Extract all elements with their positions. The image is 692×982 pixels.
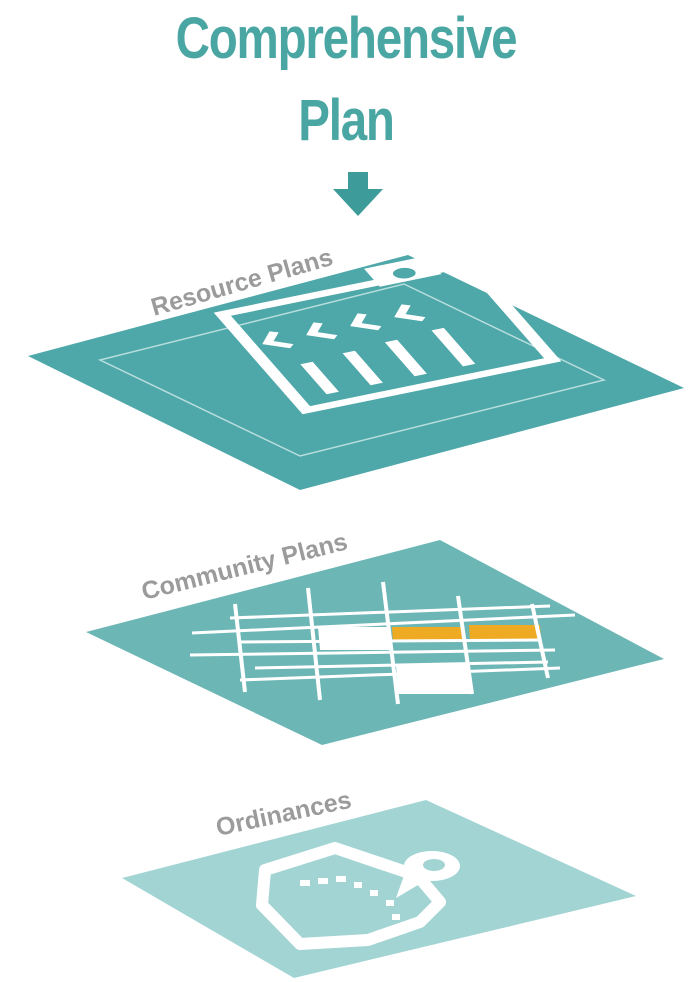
- parcel-map-pin-icon: [256, 842, 460, 950]
- title-line-2: Plan: [298, 88, 395, 153]
- layer-resource-plans: Resource Plans: [28, 243, 684, 490]
- layer-ordinances: Ordinances: [122, 786, 636, 978]
- layer-community-plans: Community Plans: [86, 528, 664, 745]
- down-arrow-icon: [333, 172, 383, 216]
- layer-plane: [122, 800, 636, 978]
- street-grid-icon: [189, 581, 576, 705]
- map-pin-icon: [396, 851, 460, 898]
- highlight-block: [392, 627, 465, 642]
- title-line-1: Comprehensive: [175, 6, 518, 71]
- layer-plane: [28, 255, 684, 490]
- highlight-block: [469, 625, 541, 640]
- clipboard-checklist-icon: [213, 256, 562, 415]
